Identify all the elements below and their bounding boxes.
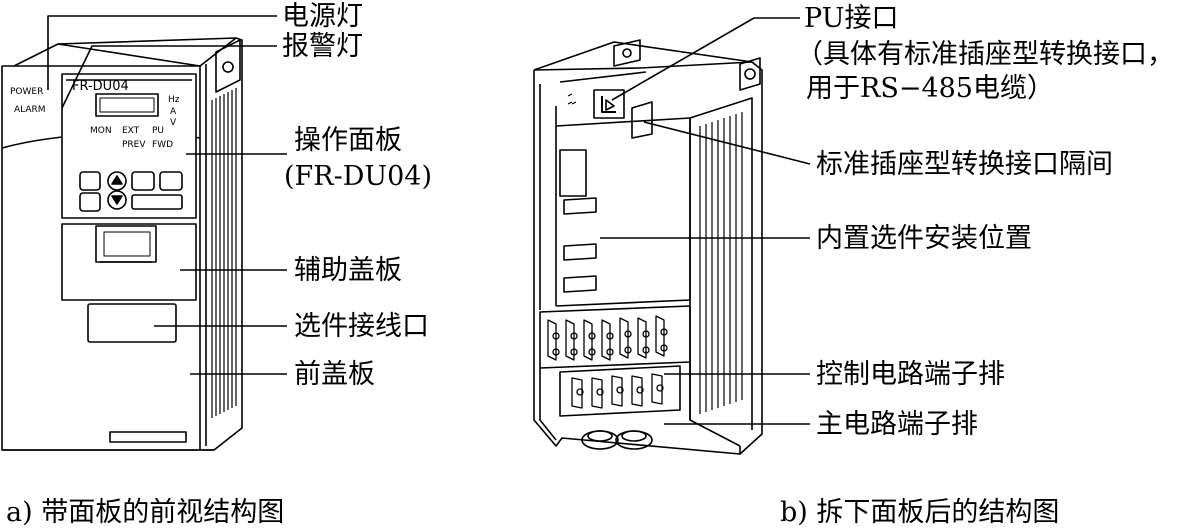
- label-front-cover: 前盖板: [294, 359, 375, 390]
- pu-text: PU: [152, 126, 164, 136]
- model-text: FR-DU04: [72, 79, 129, 94]
- leader-alarm-lamp: [61, 45, 277, 109]
- label-pu-port: PU接口: [804, 3, 899, 34]
- alarm-text: ALARM: [14, 105, 46, 115]
- v-text: V: [170, 118, 177, 128]
- ext-text: EXT: [122, 126, 140, 136]
- label-option-mount: 内置选件安装位置: [816, 223, 1032, 254]
- label-control-terminals: 控制电路端子排: [816, 359, 1005, 390]
- label-main-terminals: 主电路端子排: [816, 409, 978, 440]
- power-text: POWER: [10, 87, 43, 97]
- label-operation-panel: 操作面板: [294, 125, 402, 156]
- fwd-text: FWD: [152, 140, 173, 150]
- label-pu-note-2: 用于RS−485电缆）: [806, 73, 1054, 104]
- mon-text: MON: [90, 126, 112, 136]
- caption-right: b) 拆下面板后的结构图: [780, 497, 1060, 528]
- leader-pu-port: [611, 17, 800, 101]
- label-pu-note-1: （具体有标准插座型转换接口，: [796, 39, 1174, 70]
- leader-std-socket-bay: [643, 121, 811, 165]
- inverter-open-view: [533, 39, 763, 455]
- device-lettering: POWER ALARM FR-DU04 Hz A V MON EXT PU PR…: [10, 79, 180, 150]
- a-text: A: [170, 107, 177, 117]
- leader-lines-left: [47, 15, 287, 375]
- inverter-front-view: [1, 37, 243, 451]
- label-panel-model: (FR-DU04): [284, 161, 433, 192]
- prev-text: PREV: [122, 140, 146, 150]
- caption-left: a) 带面板的前视结构图: [6, 497, 285, 528]
- label-aux-cover: 辅助盖板: [294, 255, 402, 286]
- leader-lines-right: [600, 17, 811, 425]
- label-std-socket-bay: 标准插座型转换接口隔间: [816, 149, 1113, 180]
- hz-text: Hz: [168, 95, 180, 105]
- leader-power-lamp: [47, 15, 277, 90]
- label-alarm-lamp: 报警灯: [282, 31, 363, 62]
- label-option-port: 选件接线口: [294, 311, 429, 342]
- label-power-lamp: 电源灯: [282, 1, 363, 32]
